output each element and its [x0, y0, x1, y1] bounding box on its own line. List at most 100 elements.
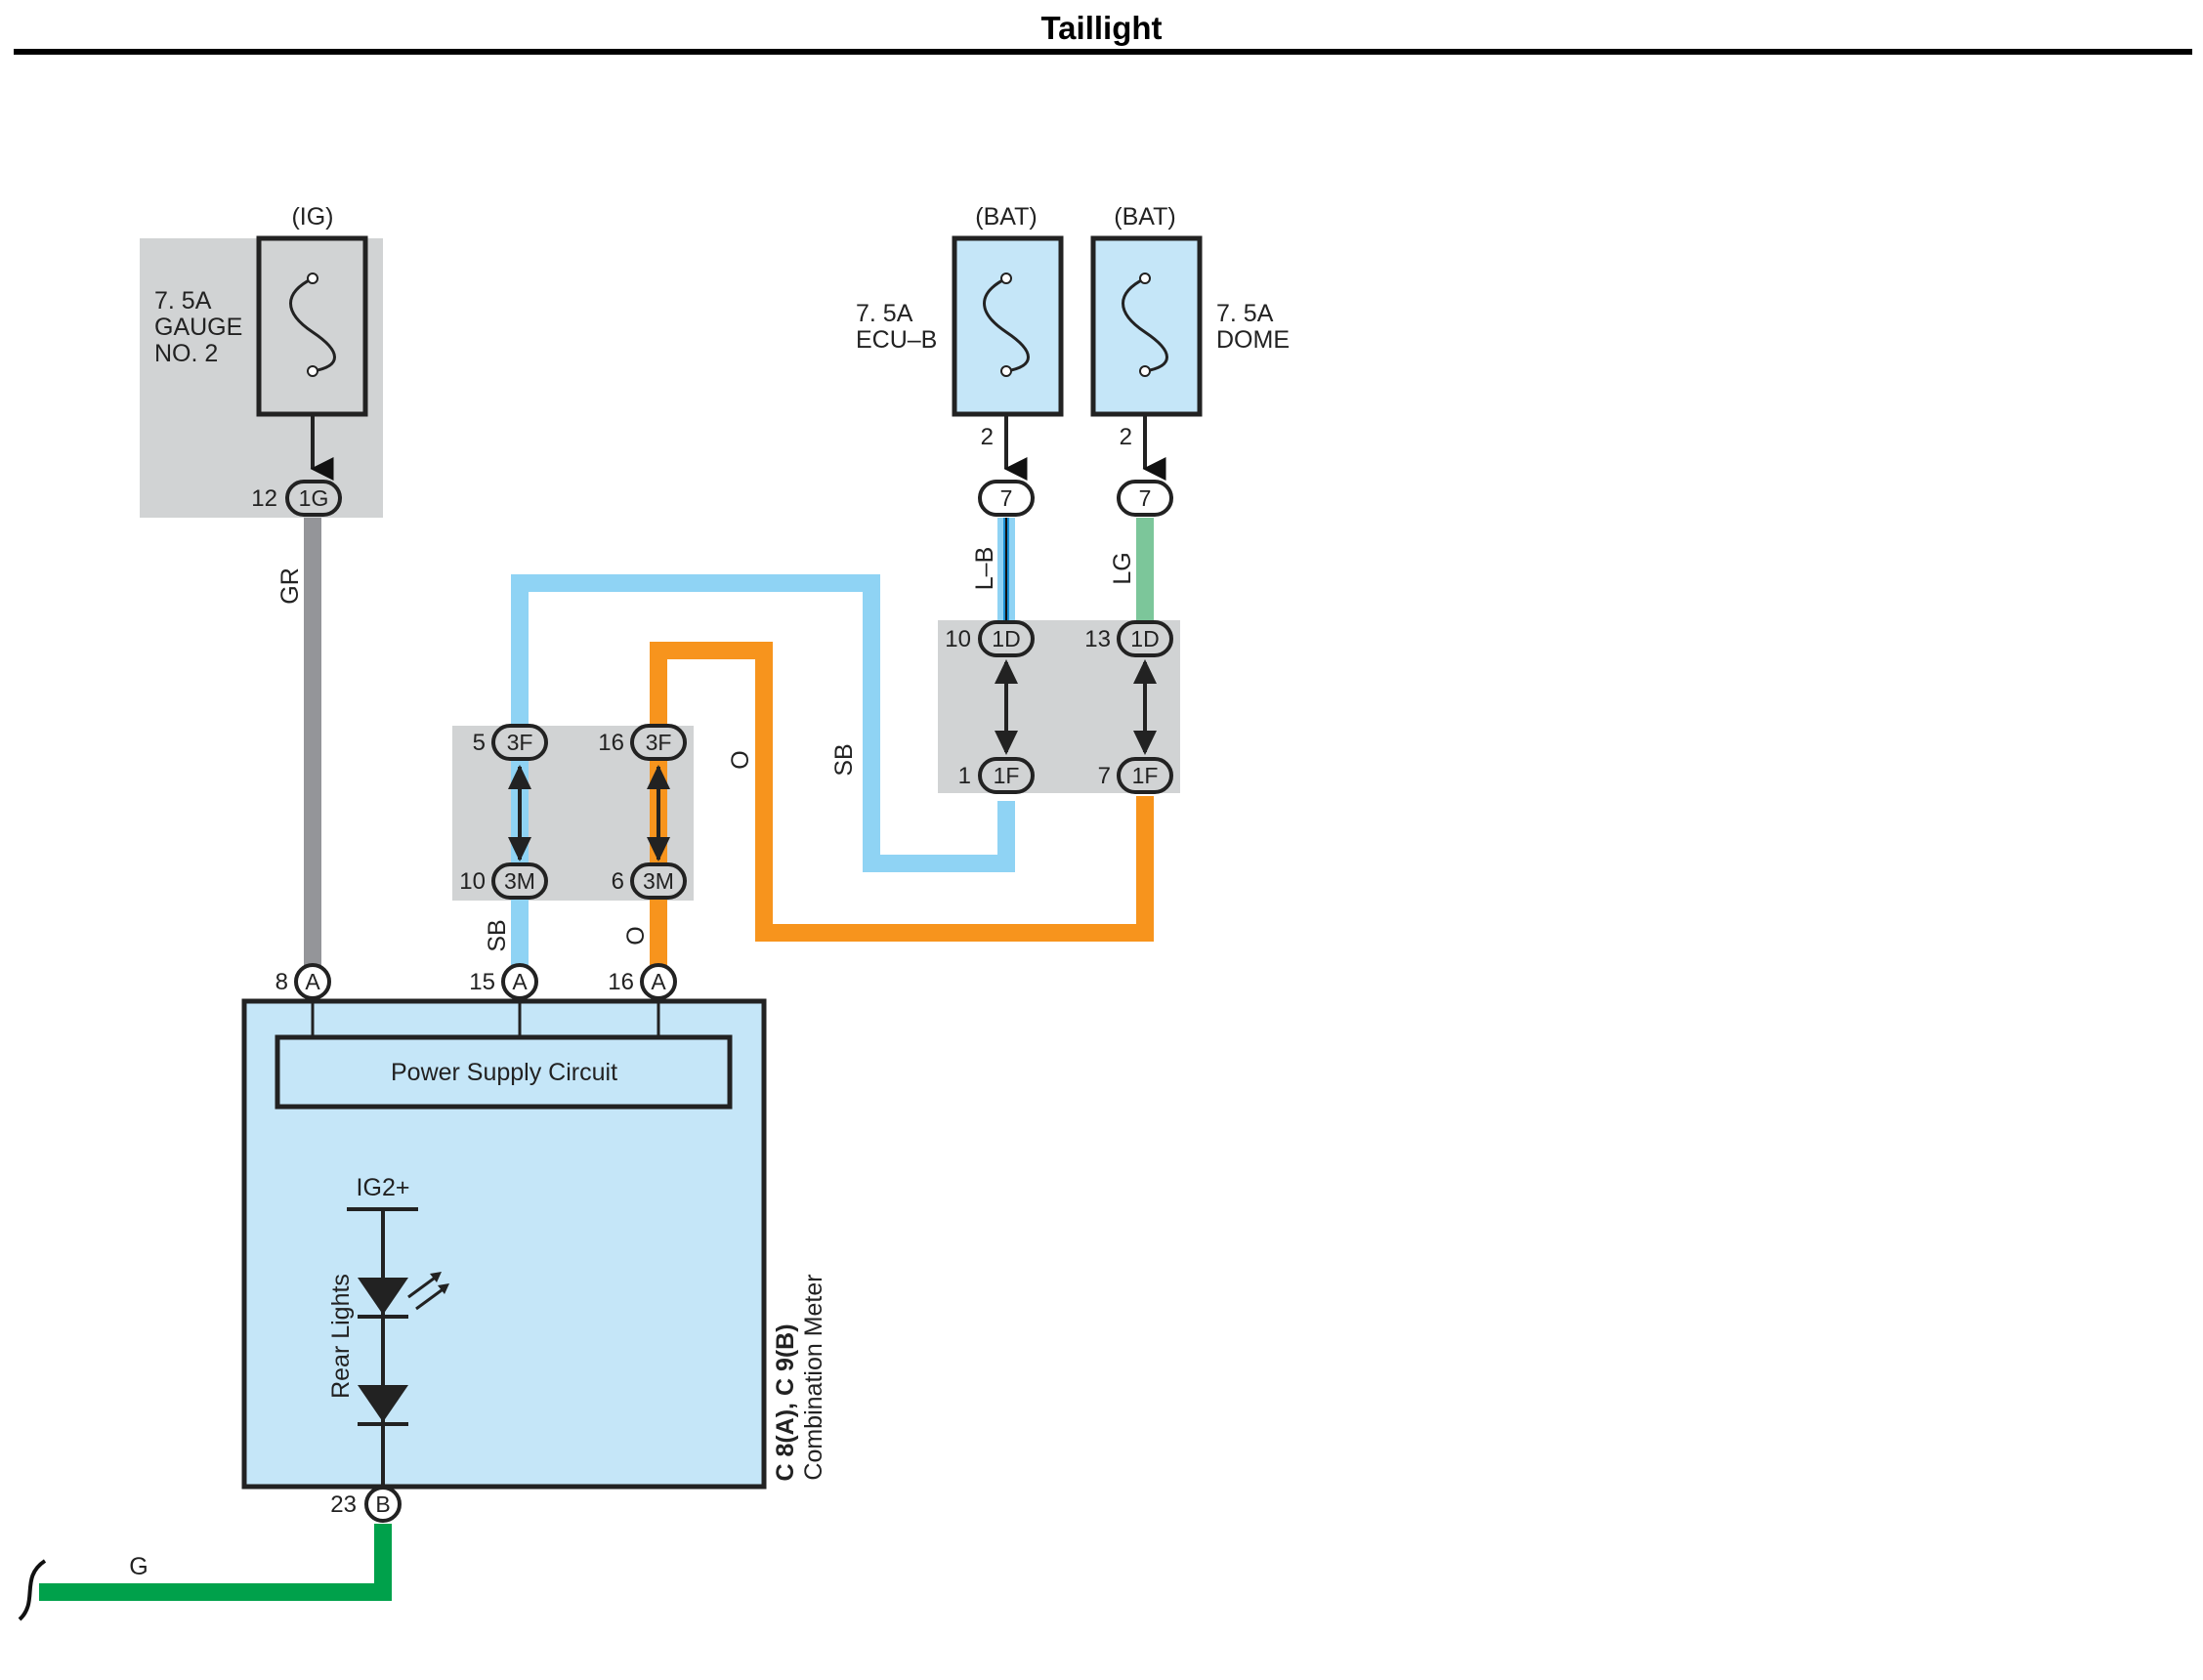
connector-3f-left-label: 3F [507, 730, 533, 755]
fuse-dome-term-top [1139, 273, 1151, 284]
pin-3m-left: 10 [459, 868, 486, 895]
page-title: Taillight [1040, 10, 1163, 46]
fuse-dome-power: (BAT) [1114, 203, 1175, 231]
wire-label-lb: L–B [971, 547, 998, 590]
pin-dome-out: 2 [1120, 424, 1132, 450]
ground-break-symbol [18, 1559, 47, 1621]
led-1-icon [358, 1278, 408, 1315]
wire-sb [511, 574, 1015, 967]
connector-7-right-label: 7 [1139, 485, 1152, 511]
pin-1f-right: 7 [1098, 763, 1111, 789]
connector-1g: 1G [285, 480, 342, 517]
wire-label-gr: GR [276, 567, 304, 605]
connector-1d-left: 1D [978, 620, 1035, 657]
led-2-icon [358, 1385, 408, 1422]
junction-arrowhead-1f-right-bot [1133, 731, 1157, 755]
fuse-gauge-power: (IG) [291, 203, 333, 231]
meter-pin-a-15-label: A [512, 969, 528, 994]
fuse-dome-box[interactable] [1090, 235, 1203, 417]
fuse-ecu-b-term-top [1000, 273, 1012, 284]
junction-arrowhead-3m-left-top [508, 765, 531, 789]
connector-1f-right-label: 1F [1132, 763, 1159, 788]
fuse-gauge-name1: GAUGE [154, 314, 242, 341]
pin-3f-right: 16 [598, 730, 624, 756]
connector-1f-right: 1F [1117, 757, 1173, 794]
wire-label-sb-top: SB [830, 743, 858, 776]
wire-label-g: G [129, 1553, 148, 1580]
fuse-ecu-b-name: ECU–B [856, 326, 937, 354]
pin-ecu-b-out: 2 [981, 424, 994, 450]
fuse-dome-element [1122, 276, 1168, 373]
pin-gauge-out: 12 [251, 485, 277, 512]
pin-meter-a1: 8 [275, 969, 288, 995]
connector-3f-right-label: 3F [646, 730, 672, 755]
pin-1d-right: 13 [1084, 626, 1111, 652]
led-1-ray-1-head [430, 1272, 442, 1282]
junction-arrowhead-3m-right-bot [647, 837, 670, 861]
fuse-ecu-b-term-bot [1000, 365, 1012, 377]
connector-3f-right: 3F [630, 724, 687, 761]
meter-pin-b-23: B [364, 1486, 402, 1523]
wire-o [650, 642, 1154, 967]
connector-3m-left-label: 3M [504, 868, 535, 894]
fuse-dome-name: DOME [1216, 326, 1290, 354]
fuse-ecu-b-box[interactable] [952, 235, 1064, 417]
pin-3f-left: 5 [473, 730, 486, 756]
connector-1g-label: 1G [299, 485, 329, 511]
meter-part-codes: C 8(A), C 9(B) [772, 1323, 799, 1481]
pin-meter-a2: 15 [469, 969, 495, 995]
title-rule [14, 49, 2192, 55]
wire-label-o-top: O [727, 750, 754, 769]
meter-pin-b-23-label: B [375, 1491, 390, 1517]
connector-1f-left-label: 1F [994, 763, 1020, 788]
fuse-ecu-b-element [983, 276, 1030, 373]
pin-meter-b: 23 [330, 1491, 357, 1518]
power-supply-circuit-box [275, 1034, 733, 1110]
fuse-dome-rating: 7. 5A [1216, 300, 1274, 327]
connector-3m-right: 3M [630, 862, 687, 900]
led-1-ray-2-head [438, 1283, 449, 1294]
meter-pin-a-8: A [294, 963, 331, 1000]
fuse-gauge-name2: NO. 2 [154, 340, 218, 367]
pin-1d-left: 10 [945, 626, 971, 652]
fuse-ecu-b-rating: 7. 5A [856, 300, 913, 327]
fuse-gauge-element [289, 276, 336, 373]
ig2-label: IG2+ [357, 1174, 410, 1201]
meter-pin-a-16-label: A [651, 969, 666, 994]
pin-1f-left: 1 [958, 763, 971, 789]
led-1-ray-2 [415, 1285, 446, 1311]
pin-meter-a3: 16 [608, 969, 634, 995]
power-supply-label: Power Supply Circuit [391, 1059, 617, 1086]
connector-1d-right-label: 1D [1130, 626, 1159, 651]
fuse-gauge-rating: 7. 5A [154, 287, 212, 315]
connector-7-right: 7 [1117, 480, 1173, 517]
fuse-gauge-term-top [307, 273, 318, 284]
connector-3f-left: 3F [491, 724, 548, 761]
junction-arrowhead-3m-right-top [647, 765, 670, 789]
rear-lights-label: Rear Lights [327, 1274, 355, 1399]
wire-label-o-bottom: O [622, 926, 650, 945]
fuse-gauge-box[interactable] [256, 235, 368, 417]
connector-3m-right-label: 3M [643, 868, 674, 894]
connector-1d-left-label: 1D [992, 626, 1020, 651]
junction-arrowhead-3m-left-bot [508, 837, 531, 861]
wire-label-sb-bottom: SB [484, 919, 511, 951]
wire-label-lg: LG [1109, 552, 1136, 584]
meter-pin-a-8-label: A [305, 969, 320, 994]
connector-7-left-label: 7 [1000, 485, 1013, 511]
junction-arrowhead-1f-left-bot [995, 731, 1018, 755]
connector-7-left: 7 [978, 480, 1035, 517]
connector-1f-left: 1F [978, 757, 1035, 794]
wire-g [39, 1524, 392, 1601]
junction-arrowhead-1f-left-top [995, 659, 1018, 684]
connector-1d-right: 1D [1117, 620, 1173, 657]
junction-arrowhead-1f-right-top [1133, 659, 1157, 684]
meter-pin-a-15: A [501, 963, 538, 1000]
pin-3m-right: 6 [612, 868, 624, 895]
meter-pin-a-16: A [640, 963, 677, 1000]
fuse-dome-term-bot [1139, 365, 1151, 377]
led-1-ray-1 [407, 1274, 439, 1299]
meter-part-name: Combination Meter [800, 1274, 827, 1480]
fuse-ecu-b-power: (BAT) [975, 203, 1037, 231]
